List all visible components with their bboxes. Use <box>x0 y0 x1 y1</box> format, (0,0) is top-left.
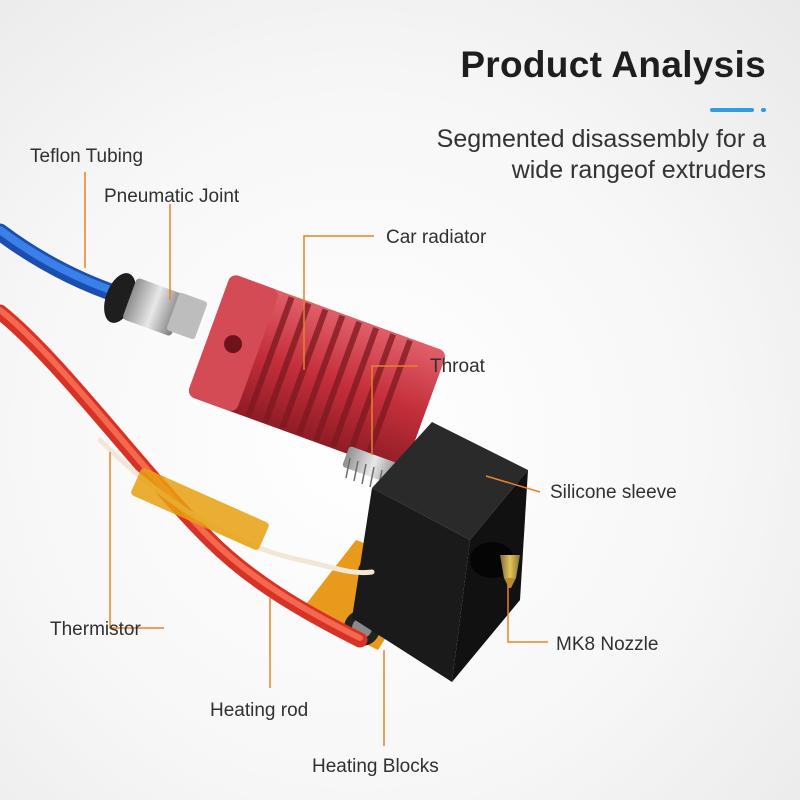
label-pneumatic-joint: Pneumatic Joint <box>104 186 240 207</box>
title-accent-bar <box>710 108 754 112</box>
silicone-sleeve <box>352 422 528 682</box>
label-heating-blocks: Heating Blocks <box>312 756 439 777</box>
callout-lines <box>84 172 548 746</box>
label-mk8-nozzle: MK8 Nozzle <box>556 634 659 655</box>
label-thermistor: Thermistor <box>50 619 141 640</box>
heatsink <box>188 275 446 472</box>
label-silicone-sleeve: Silicone sleeve <box>550 482 677 503</box>
nozzle <box>500 555 520 588</box>
page-title: Product Analysis <box>460 44 766 85</box>
subtitle-line-1: Segmented disassembly for a <box>436 125 766 153</box>
label-heating-rod: Heating rod <box>210 700 309 721</box>
subtitle-line-2: wide rangeof extruders <box>511 156 766 184</box>
kapton-tape <box>131 468 269 550</box>
label-car-radiator: Car radiator <box>386 227 487 248</box>
title-accent-dot <box>761 108 766 112</box>
label-teflon-tubing: Teflon Tubing <box>30 146 144 167</box>
subtitle: Segmented disassembly for a wide rangeof… <box>437 124 766 186</box>
pneumatic-joint <box>104 273 208 340</box>
label-throat: Throat <box>430 356 485 377</box>
